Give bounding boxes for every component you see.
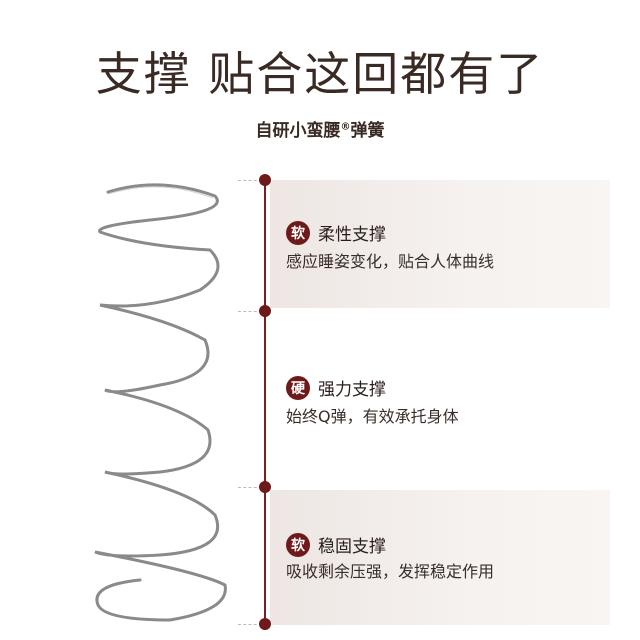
timeline-dot [259, 481, 271, 493]
feature-description: 始终Q弹，有效承托身体 [286, 407, 459, 426]
timeline-dot [259, 174, 271, 186]
timeline-dash [238, 180, 262, 181]
timeline-line [264, 180, 266, 630]
feature-heading: 柔性支撑 [318, 225, 386, 245]
feature-heading: 强力支撑 [318, 380, 386, 400]
feature-description: 感应睡姿变化，贴合人体曲线 [286, 252, 495, 271]
page-title: 支撑 贴合这回都有了 [95, 47, 545, 101]
timeline-dash [238, 487, 262, 488]
feature-heading-row: 软 稳固支撑 [286, 532, 386, 557]
timeline-dash [238, 311, 262, 312]
feature-heading-row: 硬 强力支撑 [286, 375, 386, 400]
timeline-dot [259, 618, 271, 630]
subtitle-text: 自研小蛮腰 [255, 121, 341, 141]
subtitle-suffix: 弹簧 [350, 121, 385, 141]
feature-panel-1 [270, 180, 610, 308]
feature-panel-3 [270, 490, 610, 625]
spring-coil-icon [94, 183, 227, 622]
timeline-dot [259, 305, 271, 317]
feature-badge: 软 [286, 532, 310, 557]
feature-heading: 稳固支撑 [318, 537, 386, 557]
subtitle: 自研小蛮腰®弹簧 [0, 116, 640, 141]
feature-badge: 硬 [286, 375, 310, 400]
timeline-dash [238, 624, 262, 625]
feature-heading-row: 软 柔性支撑 [286, 220, 386, 245]
feature-description: 吸收剩余压强，发挥稳定作用 [286, 562, 495, 581]
registered-mark: ® [340, 121, 351, 133]
feature-panel-2 [270, 316, 610, 484]
feature-badge: 软 [286, 220, 310, 245]
